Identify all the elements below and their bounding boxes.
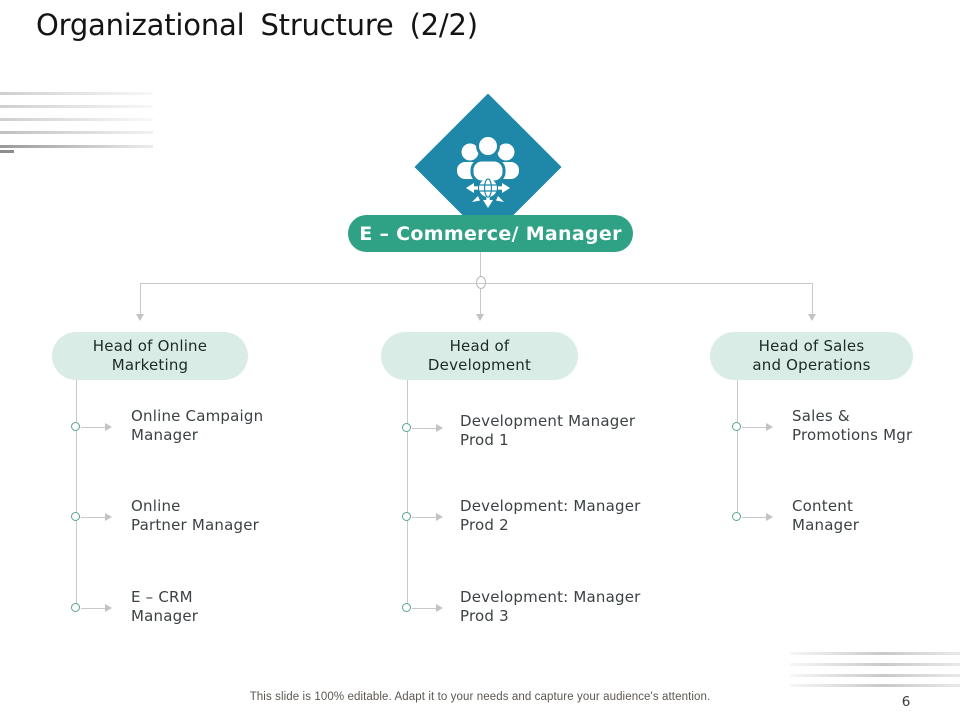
org-item-label: Sales & Promotions Mgr (792, 407, 912, 444)
page-number: 6 (901, 694, 911, 710)
team-network-icon (457, 134, 519, 208)
deco-stripe (0, 105, 153, 108)
node-circle-icon (71, 603, 80, 612)
item-label-line: E – CRM (131, 588, 193, 606)
item-label-line: Promotions Mgr (792, 425, 913, 444)
item-label-line: Manager (792, 515, 860, 534)
head-box-sales-operations: Head of Sales and Operations (710, 332, 913, 380)
column-rail-line (76, 380, 77, 608)
org-item-label: Development: Manager Prod 3 (460, 588, 641, 625)
head-box-online-marketing: Head of Online Marketing (52, 332, 248, 380)
connector-h-line (140, 283, 813, 284)
item-label-line: Manager (131, 606, 199, 625)
arrow-right-icon (105, 603, 112, 612)
item-label-line: Prod 1 (460, 430, 509, 449)
org-item-label: Online Partner Manager (131, 497, 259, 534)
node-connector-line (742, 427, 766, 428)
node-connector-line (412, 428, 436, 429)
footer-note: This slide is 100% editable. Adapt it to… (249, 691, 711, 703)
arrow-right-icon (436, 603, 443, 612)
arrow-down-icon (476, 314, 484, 321)
deco-stripe (0, 118, 153, 121)
deco-stripe (0, 131, 153, 134)
head-box-label: Marketing (111, 356, 189, 374)
deco-stripe (790, 652, 960, 655)
node-connector-line (81, 427, 105, 428)
root-node-pill: E – Commerce/ Manager (348, 215, 633, 252)
item-label-line: Sales & (792, 407, 850, 425)
arrow-down-icon (808, 314, 816, 321)
item-label-line: Prod 3 (460, 606, 509, 625)
arrow-right-icon (766, 512, 773, 521)
node-circle-icon (732, 422, 741, 431)
org-item-label: Development Manager Prod 1 (460, 412, 635, 449)
org-item-label: Online Campaign Manager (131, 407, 263, 444)
node-connector-line (412, 517, 436, 518)
head-box-development: Head of Development (381, 332, 578, 380)
node-circle-icon (732, 512, 741, 521)
column-rail-line (737, 380, 738, 517)
item-label-line: Content (792, 497, 854, 515)
arrow-right-icon (766, 422, 773, 431)
deco-stripe (0, 150, 14, 153)
node-circle-icon (402, 512, 411, 521)
head-box-label: Head of Online (92, 337, 208, 355)
arrow-down-icon (135, 314, 144, 321)
deco-stripe (790, 663, 960, 666)
org-item-label: Development: Manager Prod 2 (460, 497, 641, 534)
node-connector-line (81, 608, 105, 609)
deco-stripe (0, 92, 153, 95)
arrow-right-icon (105, 422, 112, 431)
root-node-label: E – Commerce/ Manager (359, 222, 622, 245)
org-item-label: E – CRM Manager (131, 588, 198, 625)
arrow-right-icon (436, 423, 443, 432)
arrow-right-icon (105, 512, 112, 521)
node-circle-icon (402, 603, 411, 612)
item-label-line: Development: Manager (460, 588, 641, 606)
node-circle-icon (71, 512, 80, 521)
connector-branch-line (140, 283, 141, 314)
item-label-line: Online (131, 497, 181, 515)
slide-title: Organizational Structure (2/2) (36, 8, 478, 42)
deco-stripe (790, 684, 960, 687)
item-label-line: Prod 2 (460, 515, 509, 534)
deco-stripe (0, 145, 153, 148)
item-label-line: Development: Manager (460, 497, 641, 515)
org-item-label: Content Manager (792, 497, 859, 534)
head-box-label: and Operations (752, 356, 871, 374)
connector-branch-line (812, 283, 813, 314)
item-label-line: Manager (131, 425, 199, 444)
node-connector-line (412, 608, 436, 609)
connector-junction-dot (476, 276, 486, 289)
column-rail-line (407, 380, 408, 608)
connector-branch-line (480, 289, 481, 314)
node-connector-line (742, 517, 766, 518)
arrow-right-icon (436, 512, 443, 521)
item-label-line: Development Manager (460, 412, 636, 430)
node-circle-icon (402, 423, 411, 432)
connector-trunk-line (480, 252, 481, 277)
item-label-line: Online Campaign (131, 407, 264, 425)
head-box-label: Head of (449, 337, 510, 355)
item-label-line: Partner Manager (131, 515, 260, 534)
head-box-label: Development (427, 356, 532, 374)
node-connector-line (81, 517, 105, 518)
node-circle-icon (71, 422, 80, 431)
deco-stripe (790, 674, 960, 677)
head-box-label: Head of Sales (758, 337, 865, 355)
